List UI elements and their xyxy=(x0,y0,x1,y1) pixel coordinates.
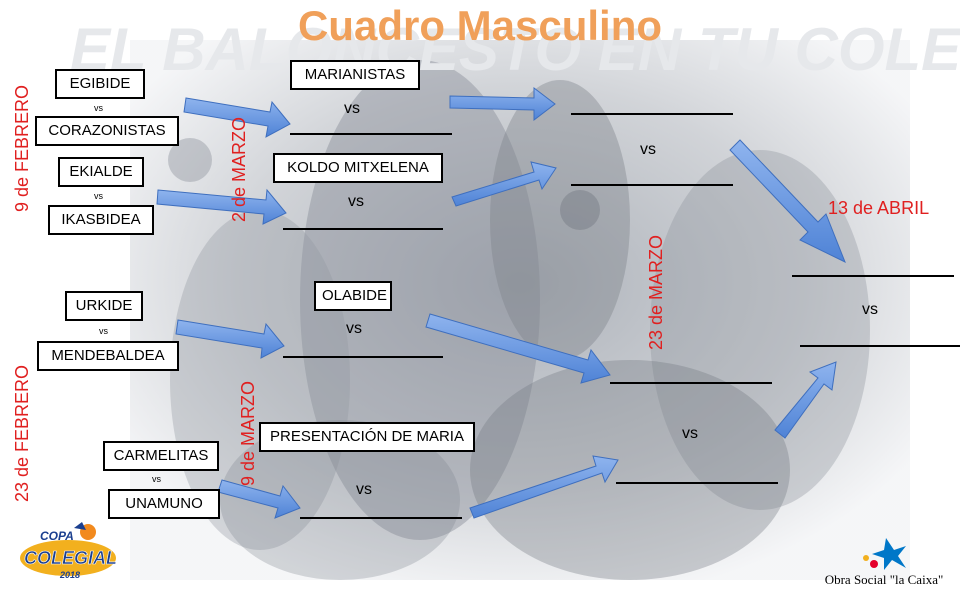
winner-line xyxy=(283,356,443,358)
winner-line xyxy=(800,345,960,347)
date-label: 9 de MARZO xyxy=(238,380,258,486)
winner-line xyxy=(571,113,733,115)
arrow-icon xyxy=(774,361,837,439)
svg-text:COLEGIAL: COLEGIAL xyxy=(24,548,117,568)
vs-label: vs xyxy=(356,481,372,498)
vs-label: vs xyxy=(862,301,878,318)
date-label: 13 de ABRIL xyxy=(828,198,930,218)
team-box: PRESENTACIÓN DE MARIA xyxy=(259,422,475,452)
vs-label: vs xyxy=(346,320,362,337)
team-box: OLABIDE xyxy=(314,281,392,311)
star-icon xyxy=(863,538,906,570)
team-box: EGIBIDE xyxy=(55,69,145,99)
date-label: 23 de MARZO xyxy=(646,234,666,350)
team-box: EKIALDE xyxy=(58,157,144,187)
winner-line xyxy=(792,275,954,277)
team-box: KOLDO MITXELENA xyxy=(273,153,443,183)
vs-label: vs xyxy=(94,103,103,113)
winner-line xyxy=(290,133,452,135)
la-caixa-logo: Obra Social "la Caixa" xyxy=(814,536,954,592)
svg-text:2018: 2018 xyxy=(59,570,80,580)
vs-label: vs xyxy=(348,193,364,210)
arrow-icon xyxy=(217,479,301,519)
team-box: CARMELITAS xyxy=(103,441,219,471)
winner-line xyxy=(616,482,778,484)
date-label: 23 de FEBRERO xyxy=(12,364,32,502)
winner-line xyxy=(300,517,462,519)
copa-colegial-logo: COPA COLEGIAL 2018 xyxy=(20,522,117,580)
arrow-icon xyxy=(425,313,611,384)
page-title: Cuadro Masculino xyxy=(297,2,663,49)
date-label: 2 de MARZO xyxy=(229,116,249,222)
date-label: 9 de FEBRERO xyxy=(12,84,32,212)
arrow-icon xyxy=(451,161,557,207)
caixa-caption: Obra Social "la Caixa" xyxy=(824,572,944,587)
vs-label: vs xyxy=(94,191,103,201)
svg-text:COPA: COPA xyxy=(40,529,74,543)
arrow-icon xyxy=(729,139,846,264)
winner-line xyxy=(283,228,443,230)
team-box: MENDEBALDEA xyxy=(37,341,179,371)
arrow-icon xyxy=(449,86,556,122)
team-box: MARIANISTAS xyxy=(290,60,420,90)
vs-label: vs xyxy=(682,425,698,442)
team-box: IKASBIDEA xyxy=(48,205,154,235)
arrow-icon xyxy=(156,188,287,225)
vs-label: vs xyxy=(99,326,108,336)
arrow-icon xyxy=(183,97,291,138)
team-box: CORAZONISTAS xyxy=(35,116,179,146)
arrow-icon xyxy=(469,455,619,519)
vs-label: vs xyxy=(152,474,161,484)
winner-line xyxy=(610,382,772,384)
team-box: UNAMUNO xyxy=(108,489,220,519)
arrow-icon xyxy=(175,319,285,359)
svg-text:EL BALONCESTO EN TU COLE: EL BALONCESTO EN TU COLE xyxy=(70,16,960,83)
team-box: URKIDE xyxy=(65,291,143,321)
winner-line xyxy=(571,184,733,186)
vs-label: vs xyxy=(640,141,656,158)
vs-label: vs xyxy=(344,100,360,117)
